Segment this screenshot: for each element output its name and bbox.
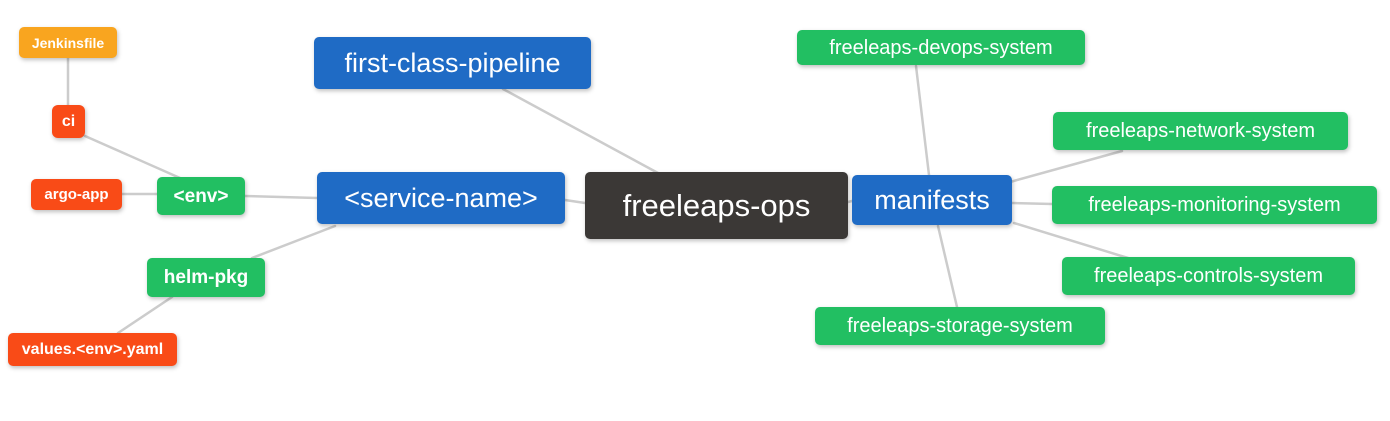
node-freeleaps-ops[interactable]: freeleaps-ops	[585, 172, 848, 239]
node-freeleaps-devops-system[interactable]: freeleaps-devops-system	[797, 30, 1085, 65]
node-freeleaps-controls-system[interactable]: freeleaps-controls-system	[1062, 257, 1355, 295]
edge-manifests-network-system	[1008, 149, 1124, 184]
edge-manifests-controls-system	[1012, 221, 1130, 260]
edge-service-name-helm-pkg	[250, 224, 337, 260]
node-values-env-yaml[interactable]: values.<env>.yaml	[8, 333, 177, 366]
edge-manifests-monitoring-system	[1010, 201, 1054, 206]
node-ci[interactable]: ci	[52, 105, 85, 138]
node-freeleaps-monitoring-system[interactable]: freeleaps-monitoring-system	[1052, 186, 1377, 224]
node-freeleaps-storage-system[interactable]: freeleaps-storage-system	[815, 307, 1105, 345]
node-jenkinsfile[interactable]: Jenkinsfile	[19, 27, 117, 58]
edge-ci-env	[83, 134, 182, 180]
node-service-name[interactable]: <service-name>	[317, 172, 565, 224]
node-argo-app[interactable]: argo-app	[31, 179, 122, 210]
edge-freeleaps-ops-manifests	[846, 199, 854, 204]
node-env[interactable]: <env>	[157, 177, 245, 215]
edge-helm-pkg-values-yaml	[116, 295, 174, 335]
edge-env-service-name	[243, 194, 319, 200]
edge-manifests-storage-system	[936, 224, 959, 309]
edge-first-class-pipeline-freeleaps-ops	[501, 87, 660, 175]
edge-service-name-freeleaps-ops	[563, 198, 587, 205]
node-freeleaps-network-system[interactable]: freeleaps-network-system	[1053, 112, 1348, 150]
edge-manifests-devops-system	[914, 64, 931, 177]
node-helm-pkg[interactable]: helm-pkg	[147, 258, 265, 297]
node-first-class-pipeline[interactable]: first-class-pipeline	[314, 37, 591, 89]
node-manifests[interactable]: manifests	[852, 175, 1012, 225]
